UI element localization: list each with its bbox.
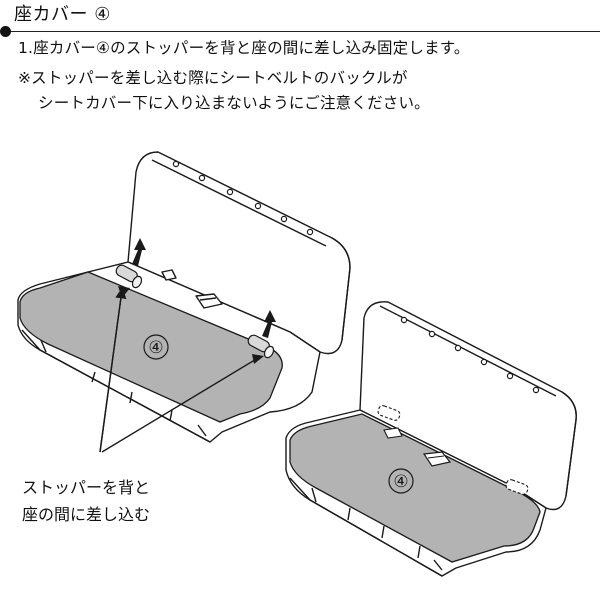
- right-buckle-icon: [422, 451, 452, 467]
- heading-underline: [6, 31, 600, 32]
- right-seat-cover: [289, 413, 541, 563]
- caution-note-line-1: ※ストッパーを差し込む際にシートベルトのバックルが: [18, 69, 408, 87]
- left-stoppers: [115, 264, 275, 359]
- right-stoppers: [377, 405, 529, 495]
- instruction-step-1: 1.座カバー④のストッパーを背と座の間に差し込み固定します。: [18, 39, 470, 57]
- section-heading: 座カバー ④: [0, 0, 600, 40]
- right-part-label-circle: [388, 468, 414, 494]
- stopper-callout-text: ストッパーを背と 座の間に差し込む: [22, 478, 151, 524]
- bullet-dot-icon: [0, 26, 11, 37]
- caution-note-line-2: シートカバー下に入り込まないようにご注意ください。: [38, 94, 430, 112]
- section-title: 座カバー ④: [14, 4, 111, 25]
- insert-arrows: [132, 238, 276, 338]
- left-part-label-circle: [143, 334, 169, 360]
- left-part-label: ④: [148, 338, 163, 358]
- right-part-label: ④: [393, 472, 408, 492]
- callout-leader-lines: [99, 287, 259, 453]
